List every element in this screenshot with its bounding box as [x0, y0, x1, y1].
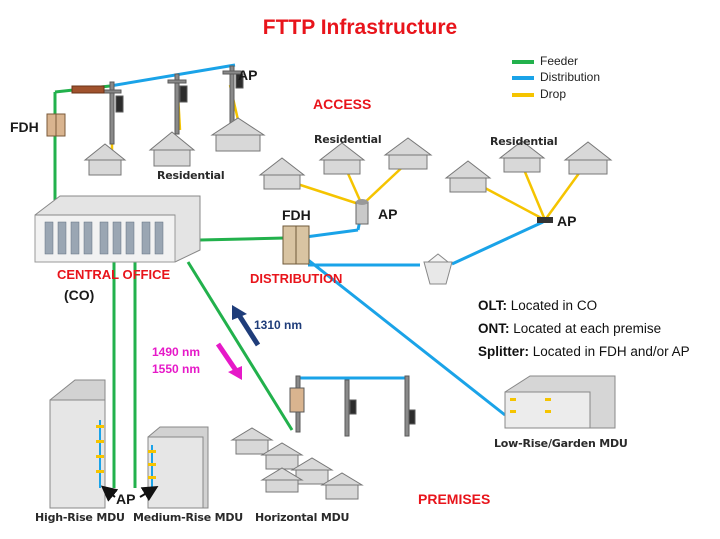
label-ap-bottom: AP	[116, 491, 136, 507]
ap-pointer-arrow-left	[100, 485, 119, 502]
label-residential-2: Residential	[314, 133, 382, 146]
diagram-title: FTTP Infrastructure	[262, 16, 458, 39]
label-medium-rise-mdu: Medium-Rise MDU	[133, 511, 243, 524]
legend-swatch-drop	[512, 93, 534, 97]
label-ap-middle: AP	[378, 206, 398, 222]
label-premises: PREMISES	[418, 491, 491, 507]
downstream-arrow	[215, 342, 240, 374]
legend-label-drop: Drop	[540, 87, 567, 101]
label-fdh-left: FDH	[10, 119, 39, 135]
label-central-office: CENTRAL OFFICE	[57, 267, 171, 282]
label-high-rise-mdu: High-Rise MDU	[35, 511, 125, 524]
note-ont: ONT: Located at each premise	[478, 321, 662, 336]
legend-label-feeder: Feeder	[540, 54, 579, 68]
ap-pointer-arrow-right	[139, 485, 159, 502]
label-upstream-wavelength: 1310 nm	[254, 318, 303, 332]
distribution-lines	[109, 63, 544, 417]
note-olt: OLT: Located in CO	[478, 298, 598, 313]
label-low-rise-mdu: Low-Rise/Garden MDU	[494, 437, 628, 450]
horizontal-mdu-icon	[230, 427, 364, 500]
houses-access-left-icon	[258, 137, 433, 190]
component-notes: OLT: Located in CO ONT: Located at each …	[478, 298, 690, 367]
note-splitter: Splitter: Located in FDH and/or AP	[478, 344, 690, 359]
label-ap-top: AP	[238, 67, 258, 83]
ap-pedestal-icon	[355, 199, 369, 225]
houses-top-left-icon	[83, 117, 266, 176]
splice-closure-icon	[71, 85, 105, 94]
upstream-arrow	[234, 310, 261, 347]
label-fdh-distribution: FDH	[282, 207, 311, 223]
label-downstream-wavelength-2: 1550 nm	[152, 362, 201, 376]
premises-poles	[289, 375, 416, 437]
central-office-building-icon	[34, 195, 201, 263]
downstream-arrow-head	[228, 366, 242, 380]
upstream-arrow-head	[232, 305, 247, 320]
medium-rise-mdu-icon	[147, 426, 209, 509]
legend-label-distribution: Distribution	[540, 70, 601, 84]
label-residential-1: Residential	[157, 169, 225, 182]
label-downstream-wavelength-1: 1490 nm	[152, 345, 201, 359]
fdh-cabinet-left-icon	[46, 113, 66, 137]
low-rise-mdu-icon	[504, 375, 616, 429]
legend-swatch-distribution	[512, 76, 534, 80]
fdh-cabinet-distribution-icon	[282, 225, 310, 265]
vault-icon	[423, 253, 453, 285]
high-rise-mdu-icon	[49, 379, 106, 509]
label-co: (CO)	[64, 287, 95, 303]
feeder-lines	[53, 84, 294, 488]
label-access: ACCESS	[313, 96, 372, 112]
label-distribution: DISTRIBUTION	[250, 271, 343, 286]
label-horizontal-mdu: Horizontal MDU	[255, 511, 350, 524]
legend-swatch-feeder	[512, 60, 534, 64]
houses-access-right-icon	[444, 140, 613, 193]
ap-splitter-icon	[537, 217, 553, 223]
label-ap-right: AP	[557, 213, 577, 229]
label-residential-3: Residential	[490, 135, 558, 148]
